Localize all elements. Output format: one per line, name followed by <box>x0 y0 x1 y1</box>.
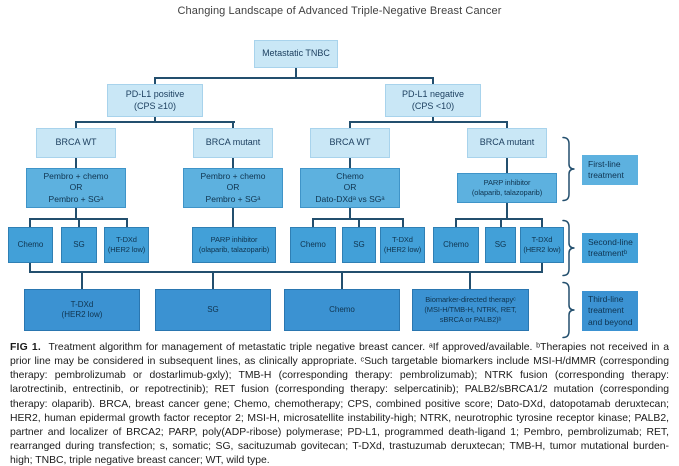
firstline-box-4: PARP inhibitor (olaparib, talazoparib) <box>457 173 557 203</box>
brca-wt-box-1: BRCA WT <box>36 128 116 158</box>
connector-line <box>349 208 351 218</box>
connector-line <box>154 117 156 121</box>
connector-line <box>541 220 543 227</box>
connector-line <box>349 121 508 123</box>
connector-line <box>29 271 543 273</box>
connector-line <box>75 121 235 123</box>
figure-caption-label: FIG 1. <box>10 342 41 353</box>
stage-label-first-line: First-line treatment <box>582 155 638 185</box>
secondline-chemo-box-2: Chemo <box>290 227 336 263</box>
secondline-chemo-box-1: Chemo <box>8 227 53 263</box>
connector-line <box>402 220 404 227</box>
connector-line <box>232 158 234 168</box>
connector-line <box>212 273 214 289</box>
connector-line <box>75 123 77 128</box>
pdl1-positive-box: PD-L1 positive (CPS ≥10) <box>107 84 203 117</box>
connector-line <box>126 220 128 227</box>
firstline-box-1: Pembro + chemo OR Pembro + SGᵃ <box>26 168 126 208</box>
connector-line <box>232 123 234 128</box>
brace-second-line <box>562 219 575 277</box>
figure-title: Changing Landscape of Advanced Triple-Ne… <box>177 5 502 17</box>
connector-line <box>455 220 457 227</box>
secondline-chemo-box-3: Chemo <box>433 227 479 263</box>
metastatic-tnbc-box: Metastatic TNBC <box>254 40 338 68</box>
connector-line <box>29 263 31 271</box>
connector-line <box>154 79 156 84</box>
connector-line <box>506 158 508 173</box>
stage-label-second-line: Second-line treatmentᵇ <box>582 233 638 263</box>
connector-line <box>432 117 434 121</box>
pdl1-negative-box: PD-L1 negative (CPS <10) <box>385 84 481 117</box>
connector-line <box>295 68 297 77</box>
connector-line <box>75 158 77 168</box>
firstline-box-3: Chemo OR Dato-DXdᵃ vs SGᵃ <box>300 168 400 208</box>
connector-line <box>312 218 404 220</box>
connector-line <box>469 273 471 289</box>
connector-line <box>455 218 543 220</box>
connector-line <box>349 158 351 168</box>
brace-first-line <box>562 136 575 202</box>
connector-line <box>432 79 434 84</box>
secondline-tdxd-box-1: T-DXd (HER2 low) <box>104 227 149 263</box>
connector-line <box>29 218 128 220</box>
connector-line <box>500 220 502 227</box>
brca-wt-box-2: BRCA WT <box>310 128 390 158</box>
connector-line <box>506 203 508 218</box>
secondline-sg-box-2: SG <box>342 227 376 263</box>
figure-caption: FIG 1. Treatment algorithm for managemen… <box>10 341 669 466</box>
connector-line <box>81 273 83 289</box>
figure-caption-text: Treatment algorithm for management of me… <box>10 342 669 466</box>
connector-line <box>232 208 234 227</box>
thirdline-tdxd-box: T-DXd (HER2 low) <box>24 289 140 331</box>
connector-line <box>341 273 343 289</box>
thirdline-biomarker-box: Biomarker-directed therapyᶜ (MSI-H/TMB-H… <box>412 289 529 331</box>
brca-mutant-box-1: BRCA mutant <box>193 128 273 158</box>
secondline-sg-box-1: SG <box>61 227 97 263</box>
secondline-parp-box: PARP inhibitor (olaparib, talazoparib) <box>192 227 276 263</box>
connector-line <box>541 263 543 271</box>
connector-line <box>154 77 434 79</box>
secondline-tdxd-box-2: T-DXd (HER2 low) <box>380 227 425 263</box>
connector-line <box>78 220 80 227</box>
connector-line <box>506 123 508 128</box>
secondline-sg-box-3: SG <box>485 227 516 263</box>
thirdline-chemo-box: Chemo <box>284 289 400 331</box>
connector-line <box>349 123 351 128</box>
brace-third-line <box>562 281 575 339</box>
connector-line <box>312 220 314 227</box>
thirdline-sg-box: SG <box>155 289 271 331</box>
stage-label-third-line: Third-line treatment and beyond <box>582 291 638 331</box>
connector-line <box>29 220 31 227</box>
brca-mutant-box-2: BRCA mutant <box>467 128 547 158</box>
connector-line <box>358 220 360 227</box>
connector-line <box>75 208 77 218</box>
firstline-box-2: Pembro + chemo OR Pembro + SGᵃ <box>183 168 283 208</box>
secondline-tdxd-box-3: T-DXd (HER2 low) <box>520 227 564 263</box>
